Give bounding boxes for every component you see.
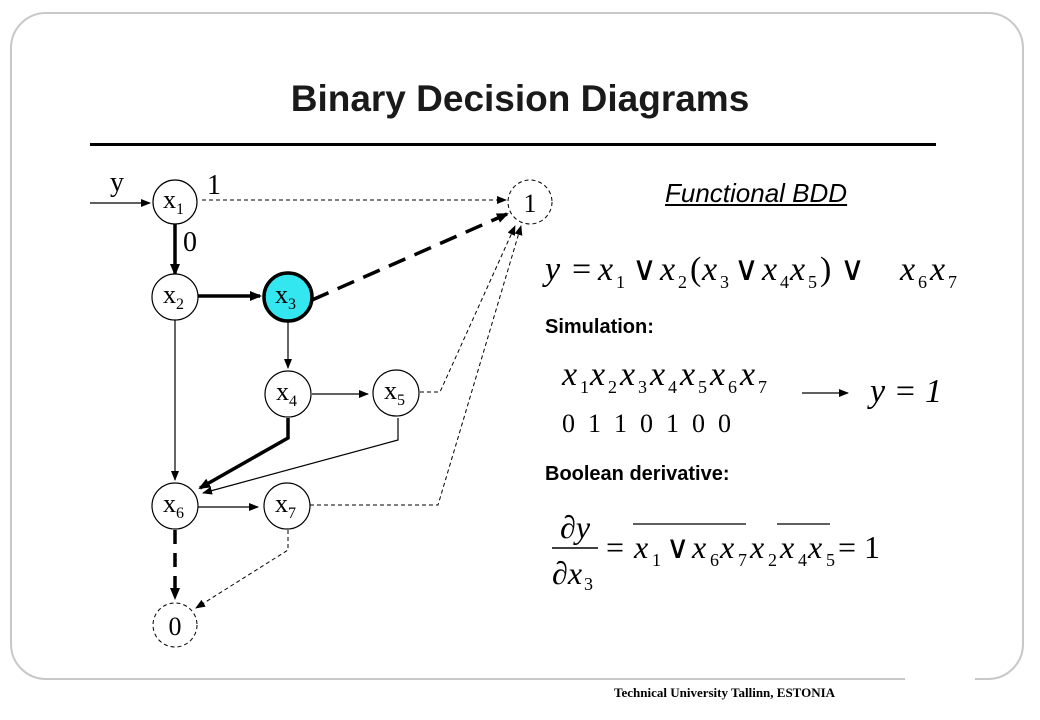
svg-text:6: 6 <box>728 377 737 397</box>
svg-text:): ) <box>820 251 831 288</box>
edge-label-1: 1 <box>207 170 221 201</box>
svg-text:x: x <box>619 356 635 393</box>
edge-x3-to-1 <box>311 212 509 302</box>
svg-text:x: x <box>701 251 717 288</box>
svg-text:5: 5 <box>826 550 835 570</box>
svg-text:4: 4 <box>780 272 789 292</box>
svg-text:x: x <box>633 529 648 565</box>
node-x4: x4 <box>264 370 312 418</box>
svg-text:x2: x2 <box>163 280 184 313</box>
svg-text:x: x <box>749 529 764 565</box>
frame-gap <box>905 640 975 690</box>
svg-text:∨: ∨ <box>632 251 657 288</box>
svg-text:1: 1 <box>616 272 625 292</box>
svg-text:x3: x3 <box>275 280 296 313</box>
footer-text: Technical University Tallinn, ESTONIA <box>614 685 836 700</box>
edge-label-0: 0 <box>183 227 197 258</box>
svg-text:1: 1 <box>524 189 537 218</box>
svg-text:1: 1 <box>652 550 661 570</box>
svg-text:x: x <box>561 356 577 393</box>
svg-text:x: x <box>789 251 805 288</box>
edge-x5-to-1 <box>420 225 516 393</box>
input-label: y <box>110 167 124 198</box>
slide-frame <box>10 12 1024 680</box>
boolean-derivative-label: Boolean derivative: <box>545 463 730 485</box>
svg-text:x: x <box>929 251 945 288</box>
svg-text:2: 2 <box>608 377 617 397</box>
svg-text:x5: x5 <box>384 376 405 409</box>
svg-text:x: x <box>649 356 665 393</box>
edge-x7-to-0 <box>195 530 289 609</box>
svg-text:x6: x6 <box>163 489 184 522</box>
edge-x5-to-x6 <box>202 418 399 495</box>
svg-text:1: 1 <box>864 529 880 565</box>
svg-text:=: = <box>572 251 591 288</box>
svg-text:x1: x1 <box>163 185 184 218</box>
simulation-label: Simulation: <box>545 316 654 338</box>
svg-text:0: 0 <box>169 612 182 641</box>
svg-text:x7: x7 <box>275 489 296 522</box>
node-x6: x6 <box>151 482 199 530</box>
svg-text:x: x <box>779 529 794 565</box>
svg-text:x: x <box>659 251 675 288</box>
svg-text:x: x <box>739 356 755 393</box>
svg-text:1: 1 <box>580 377 589 397</box>
svg-text:4: 4 <box>668 377 677 397</box>
simulation-values: 0 1 1 0 1 0 0 <box>562 409 731 438</box>
svg-text:6: 6 <box>918 272 927 292</box>
terminal-0: 0 <box>152 602 198 648</box>
svg-text:3: 3 <box>584 574 593 594</box>
svg-text:x: x <box>899 251 915 288</box>
svg-text:=: = <box>606 529 624 565</box>
svg-text:x: x <box>691 529 706 565</box>
page-title: Binary Decision Diagrams <box>290 78 750 119</box>
svg-text:∂y: ∂y <box>560 509 591 545</box>
svg-text:x: x <box>761 251 777 288</box>
svg-text:x: x <box>709 356 725 393</box>
terminal-1: 1 <box>507 179 553 225</box>
svg-text:∨: ∨ <box>840 251 865 288</box>
title-divider <box>90 143 936 146</box>
edge-x7-to-1 <box>310 225 523 506</box>
svg-text:∨: ∨ <box>734 251 759 288</box>
node-x3: x3 <box>262 271 314 323</box>
svg-text:=: = <box>838 529 856 565</box>
svg-text:∨: ∨ <box>666 529 689 565</box>
svg-text:x: x <box>719 529 734 565</box>
svg-text:5: 5 <box>698 377 707 397</box>
simulation-result: y = 1 <box>867 373 942 410</box>
node-x1: x1 <box>152 179 198 225</box>
edge-x4-to-x6 <box>198 418 290 490</box>
svg-text:3: 3 <box>720 272 729 292</box>
svg-text:2: 2 <box>678 272 687 292</box>
svg-text:x: x <box>807 529 822 565</box>
node-x5: x5 <box>372 369 420 417</box>
svg-text:x: x <box>589 356 605 393</box>
svg-text:x: x <box>679 356 695 393</box>
svg-text:y: y <box>542 251 561 288</box>
svg-text:(: ( <box>690 251 701 288</box>
svg-text:5: 5 <box>808 272 817 292</box>
svg-text:3: 3 <box>638 377 647 397</box>
svg-text:6: 6 <box>710 550 719 570</box>
node-x2: x2 <box>151 273 199 321</box>
svg-text:4: 4 <box>798 550 807 570</box>
svg-text:7: 7 <box>738 550 747 570</box>
svg-text:x: x <box>597 251 613 288</box>
svg-text:7: 7 <box>948 272 957 292</box>
svg-text:2: 2 <box>768 550 777 570</box>
svg-text:7: 7 <box>758 377 767 397</box>
node-x7: x7 <box>263 482 311 530</box>
svg-text:x4: x4 <box>276 377 297 410</box>
svg-text:∂x: ∂x <box>552 555 582 591</box>
functional-bdd-heading: Functional BDD <box>665 178 848 208</box>
